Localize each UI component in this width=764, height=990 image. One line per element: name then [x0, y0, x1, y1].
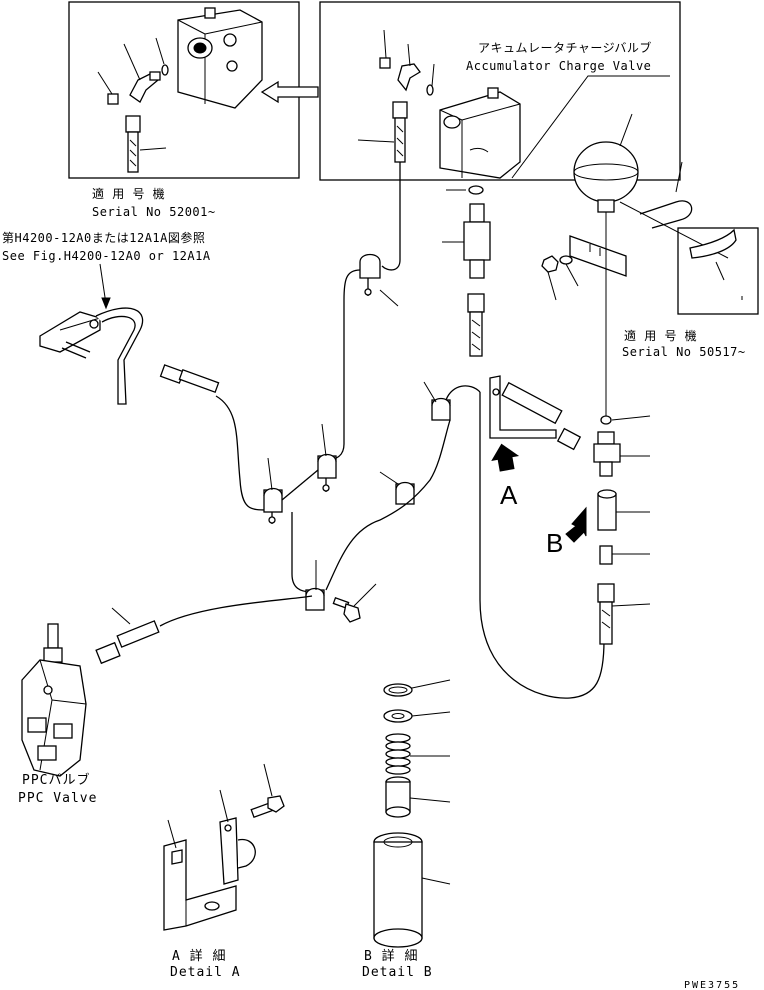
o-ring-center: [468, 185, 484, 195]
detail-a-parts: [163, 763, 285, 931]
mount-bracket: [569, 235, 627, 277]
elbow-fitting-right: [397, 63, 421, 92]
inset-right-box: アキュムレータチャージバルブ Accumulator Charge Valve: [319, 1, 681, 181]
hose-fitting-center: [467, 293, 485, 357]
o-ring-right-column: [600, 415, 612, 425]
valve-block-left: [177, 7, 263, 109]
clamp-d: [379, 471, 415, 505]
washer: [383, 709, 413, 723]
hose-fitting-right-column: [597, 583, 651, 645]
hose-fitting-left: [125, 115, 141, 173]
clamp-top: [359, 253, 399, 307]
hose-fitting-right: [392, 101, 408, 163]
ppc-label-jp: PPCバルブ: [22, 772, 90, 788]
reference-label-jp: 第H4200-12A0または12A1A図参照: [2, 230, 205, 245]
detail-a-label-en: Detail A: [170, 965, 241, 980]
o-ring-right: [426, 84, 434, 96]
inset-left-box: [68, 1, 300, 179]
accumulator: [573, 113, 639, 213]
elbow-fitting-left: [129, 71, 161, 103]
u-bolt: [639, 161, 693, 229]
pilot-valve-assembly: [39, 307, 144, 405]
drawing-code: PWE3755: [684, 980, 740, 990]
accumulator-label-jp: アキュムレータチャージバルブ: [478, 40, 652, 55]
clamp-a: [317, 423, 337, 492]
clamp-b: [263, 457, 283, 524]
clamp-e: [423, 381, 451, 421]
bracket-a-assembly: [489, 375, 582, 451]
serial-right-title: 適 用 号 機: [624, 328, 697, 343]
ppc-valve: [21, 623, 87, 777]
bolt-detail-a: [250, 795, 285, 819]
plug-right: [379, 57, 391, 69]
label-a: A: [500, 480, 518, 510]
o-ring-left: [161, 64, 169, 76]
inset-left-serial-title: 適 用 号 機: [92, 186, 165, 201]
snap-ring: [383, 683, 413, 697]
inset-small-box: [677, 227, 759, 315]
serial-right-value: Serial No 50517~: [622, 345, 746, 359]
adapter-center: [442, 203, 491, 279]
check-valve: [593, 431, 650, 477]
filter-body-right: [597, 489, 650, 531]
hose-from-charge-valve: [381, 162, 401, 271]
connector-right: [599, 545, 650, 565]
plug-left: [107, 93, 119, 105]
reference-label-en: See Fig.H4200-12A0 or 12A1A: [2, 249, 211, 263]
bolt-center: [332, 583, 377, 623]
ppc-label-en: PPC Valve: [18, 791, 97, 806]
label-b: B: [546, 528, 563, 558]
accumulator-label-en: Accumulator Charge Valve: [466, 59, 651, 73]
valve-block-right: [439, 87, 521, 179]
ppc-hose-fitting: [95, 607, 160, 665]
spring: [385, 733, 411, 775]
element: [385, 776, 411, 818]
arrow-to-detail-a: [491, 443, 520, 472]
direction-arrow: [260, 80, 319, 104]
detail-b-label-en: Detail B: [362, 965, 433, 980]
pilot-hose-left: [159, 364, 269, 511]
hose-middle: [325, 269, 361, 461]
nut-washer: [541, 255, 579, 301]
arrow-to-detail-b: [565, 506, 587, 543]
detail-a-label-jp: A 詳 細: [172, 948, 226, 964]
detail-b-label-jp: B 詳 細: [364, 948, 418, 964]
detail-b-parts: [373, 679, 451, 948]
filter-case: [373, 832, 423, 948]
inset-left-serial-value: Serial No 52001~: [92, 205, 216, 219]
clamp-c: [305, 560, 325, 611]
